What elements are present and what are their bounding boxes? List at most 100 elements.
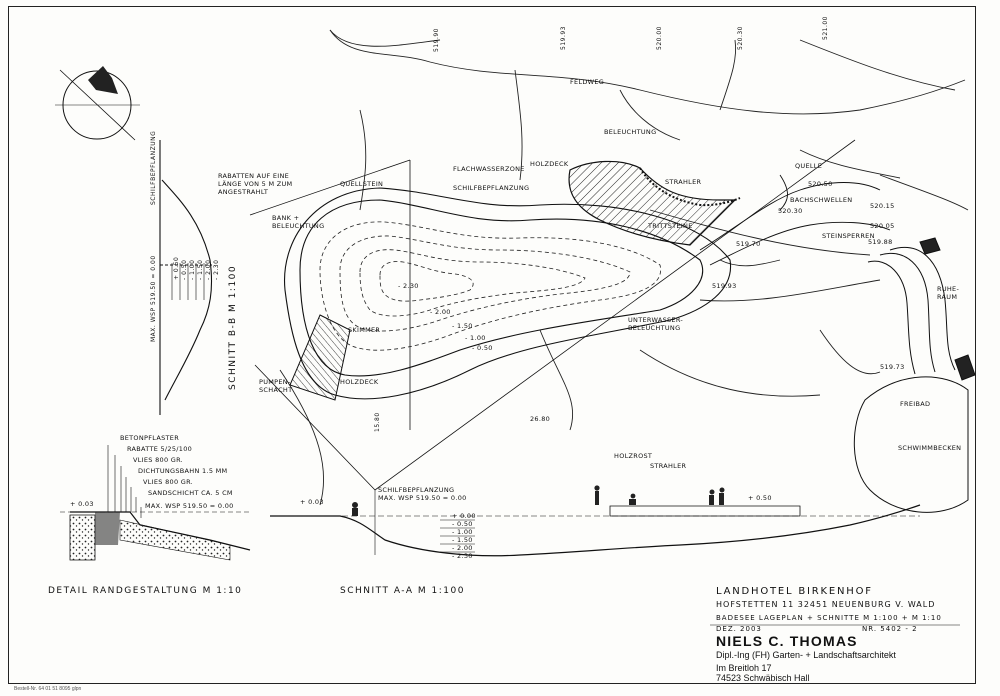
label-bachschwellen: BACHSCHWELLEN: [790, 196, 853, 204]
detail-label-6: SANDSCHICHT ca. 5 cm: [148, 489, 233, 497]
label-holzrost: HOLZROST: [614, 452, 653, 460]
label-ruheraum: RUHE- RAUM: [937, 285, 960, 301]
label-pumpenschacht: PUMPEN- SCHACHT: [259, 378, 293, 394]
label-quellstein: QUELLSTEIN: [340, 180, 384, 188]
detail-label-7: MAX. WSP 519.50 = 0.00: [145, 502, 234, 510]
label-holzdeck-left: HOLZDECK: [340, 378, 379, 386]
section-b-level-3: - 1.50: [197, 259, 204, 280]
firm-street: Im Breitloh 17: [716, 663, 772, 673]
holzdeck-hatched-area: [568, 160, 737, 246]
label-unterwasser: UNTERWASSER- BELEUCHTUNG: [628, 316, 684, 332]
detail-label-5: VLIES 800 gr.: [143, 478, 194, 486]
section-a-edge-level: + 0.03: [300, 498, 324, 506]
section-b-note: SCHILFBEPFLANZUNG: [150, 130, 157, 205]
label-feldweg: FELDWEG: [570, 78, 605, 86]
section-b-level-2: - 1.00: [189, 259, 196, 280]
section-a-level-4: - 2.00: [452, 544, 473, 552]
pond-outline: [283, 187, 732, 400]
label-skimmer: SKIMMER: [348, 326, 381, 334]
north-arrow: [55, 66, 140, 141]
label-trittsteine: TRITTSTEINE: [648, 222, 693, 230]
dimension-15-80: 15.80: [374, 412, 381, 432]
detail-label-8: + 0.03: [70, 500, 94, 508]
label-flachwasserzone: FLACHWASSERZONE: [453, 165, 525, 173]
elev-q8: 519.73: [880, 363, 905, 371]
elev-q7: 519.93: [712, 282, 737, 290]
elev-h3: 520.00: [656, 26, 663, 50]
elev-h1: 519.90: [433, 28, 440, 52]
section-b-level-5: - 2.30: [213, 259, 220, 280]
label-quelle: QUELLE: [795, 162, 823, 170]
firm-subtitle: Dipl.-Ing (FH) Garten- + Landschaftsarch…: [716, 650, 896, 660]
elev-q2: 520.30: [778, 207, 803, 215]
plan-date: DEZ. 2003: [716, 625, 762, 633]
depth-label-1: - 2.30: [398, 282, 419, 290]
label-steinsperren: STEINSPERREN: [822, 232, 875, 240]
section-a-level-2: - 1.00: [452, 528, 473, 536]
detail-label-2: RABATTE 5/25/100: [127, 445, 193, 453]
label-schilfbepflanzung: SCHILFBEPFLANZUNG: [453, 184, 530, 192]
label-beleuchtung: BELEUCHTUNG: [604, 128, 657, 136]
detail-label-4: DICHTUNGSBAHN 1.5 mm: [138, 467, 228, 475]
elev-q4: 520.05: [870, 222, 895, 230]
section-a-level-5: - 2.30: [452, 552, 473, 560]
elev-h5: 521.00: [822, 16, 829, 40]
detail-label-3: VLIES 800 gr.: [133, 456, 184, 464]
freibad-pool: [853, 376, 969, 513]
label-strahler: STRAHLER: [665, 178, 702, 186]
plan-number: NR. 5402 - 2: [862, 625, 918, 633]
section-a-level-1: - 0.50: [452, 520, 473, 528]
detail-edge-section: [60, 445, 251, 561]
section-b-levels: [171, 263, 205, 300]
reed-edge: [639, 167, 741, 207]
section-a-note: SCHILFBEPFLANZUNG MAX. WSP 519.50 = 0.00: [378, 486, 467, 502]
section-b-level-0: + 0.50: [173, 256, 180, 280]
label-schwimmbecken: SCHWIMMBECKEN: [898, 444, 962, 452]
detail-title: DETAIL RANDGESTALTUNG M 1:10: [48, 586, 243, 596]
holzdeck-left: [289, 314, 351, 401]
section-a-title: SCHNITT A-A M 1:100: [340, 586, 465, 596]
section-a-right-level: + 0.50: [748, 494, 772, 502]
label-strahler-section: STRAHLER: [650, 462, 687, 470]
depth-label-3: - 1.50: [452, 322, 473, 330]
elev-h2: 519.93: [560, 26, 567, 50]
brook: [699, 174, 891, 266]
terrain-contours: [279, 29, 969, 506]
section-b-title: SCHNITT B-B M 1:100: [228, 264, 238, 390]
elev-q5: 519.88: [868, 238, 893, 246]
dimension-lines: [249, 139, 856, 491]
elev-h4: 520.30: [737, 26, 744, 50]
section-b-wsp: MAX. WSP 519.50 = 0.00: [150, 255, 157, 342]
dimension-26-80: 26.80: [530, 415, 551, 423]
section-a-level-0: + 0.00: [452, 512, 476, 520]
label-rabatten: RABATTEN AUF EINE LÄNGE VON 5 m ZUM ANGE…: [218, 172, 293, 196]
label-freibad: FREIBAD: [900, 400, 931, 408]
firm-name: NIELS C. THOMAS: [716, 633, 858, 649]
section-a-profile: [270, 504, 921, 557]
depth-label-5: - 0.50: [472, 344, 493, 352]
ruheraum-terrace: [867, 237, 976, 381]
elev-q1: 520.50: [808, 180, 833, 188]
depth-contours: [319, 221, 662, 351]
depth-label-4: - 1.00: [465, 334, 486, 342]
section-b-level-4: - 2.00: [205, 259, 212, 280]
plan-description: BADESEE LAGEPLAN + SCHNITTE M 1:100 + M …: [716, 614, 942, 622]
section-b-profile: [159, 140, 213, 415]
section-a-figures: [352, 485, 725, 516]
detail-label-1: BETONPFLASTER: [120, 434, 180, 442]
label-bank: BANK + BELEUCHTUNG: [272, 214, 325, 230]
section-a-levels: [374, 490, 475, 555]
project-address: HOFSTETTEN 11 32451 NEUENBURG V. WALD: [716, 600, 936, 609]
elev-q6: 519.70: [736, 240, 761, 248]
label-holzdeck-top: HOLZDECK: [530, 160, 569, 168]
elev-q3: 520.15: [870, 202, 895, 210]
depth-label-2: - 2.00: [430, 308, 451, 316]
sheet-frame: [8, 6, 976, 684]
section-b-level-1: - 0.50: [181, 259, 188, 280]
firm-city: 74523 Schwäbisch Hall: [716, 673, 810, 683]
project-title: LANDHOTEL BIRKENHOF: [716, 586, 873, 597]
section-a-level-3: - 1.50: [452, 536, 473, 544]
footer-note: Bestell-Nr. 64 01 51 8095 glpn: [14, 686, 82, 692]
